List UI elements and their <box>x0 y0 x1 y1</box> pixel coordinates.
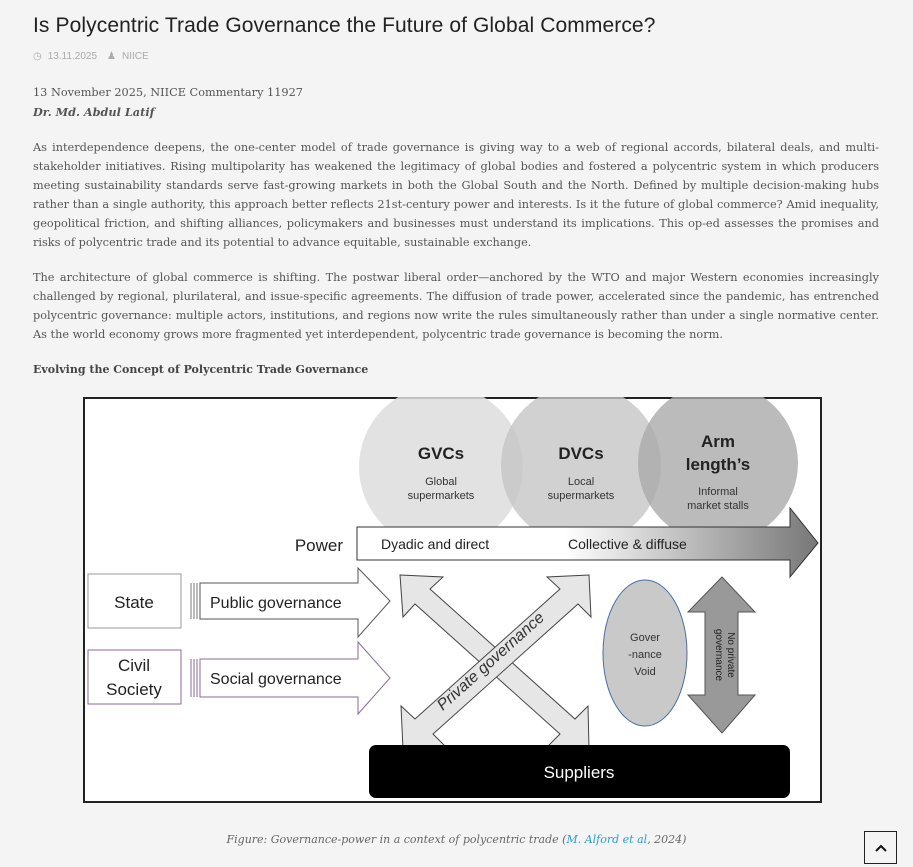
meta-date: 13.11.2025 <box>47 51 98 62</box>
svg-text:Social governance: Social governance <box>210 671 342 688</box>
author: Dr. Md. Abdul Latif <box>33 105 155 119</box>
svg-text:No private: No private <box>725 632 736 678</box>
arm-label: length’s <box>686 455 751 474</box>
gvcs-label: GVCs <box>418 444 464 463</box>
dateline: 13 November 2025, NIICE Commentary 11927 <box>33 86 303 99</box>
gvcs-circle <box>359 397 523 549</box>
governance-power-figure: GVCs Global supermarkets DVCs Local supe… <box>83 397 822 803</box>
clock-icon: ◷ <box>33 51 42 62</box>
svg-text:-nance: -nance <box>628 649 662 661</box>
paragraph: The architecture of global commerce is s… <box>33 271 879 341</box>
section-heading: Evolving the Concept of Polycentric Trad… <box>33 363 369 376</box>
svg-text:Gover: Gover <box>630 632 660 644</box>
meta-author[interactable]: NIICE <box>122 51 149 62</box>
social-governance-arrow <box>199 640 391 716</box>
back-to-top-button[interactable] <box>864 831 897 864</box>
svg-text:Society: Society <box>106 680 162 699</box>
arm-label: Arm <box>701 432 735 451</box>
public-governance-arrow <box>199 566 391 639</box>
arm-sub: Informal <box>698 486 738 498</box>
chevron-up-icon <box>874 844 887 852</box>
gvcs-sub: Global <box>425 476 457 488</box>
circles <box>359 397 798 549</box>
dvcs-label: DVCs <box>558 444 603 463</box>
governance-void-ellipse <box>602 579 688 727</box>
article-title: Is Polycentric Trade Governance the Futu… <box>33 14 656 37</box>
state-box <box>87 573 182 629</box>
svg-text:Civil: Civil <box>118 656 150 675</box>
power-label: Power <box>295 536 344 555</box>
dvcs-circle <box>501 397 661 545</box>
paragraph: As interdependence deepens, the one-cent… <box>33 141 879 249</box>
arm-sub: market stalls <box>687 500 749 512</box>
collective-label: Collective & diffuse <box>568 536 687 552</box>
suppliers-box <box>369 745 790 798</box>
dvcs-sub: supermarkets <box>548 490 615 502</box>
citation-link[interactable]: M. Alford et al <box>566 833 648 846</box>
article-meta: ◷ 13.11.2025 ♟ NIICE <box>33 51 149 62</box>
gvcs-sub: supermarkets <box>408 490 475 502</box>
user-icon: ♟ <box>107 51 117 62</box>
svg-text:State: State <box>114 593 154 612</box>
power-arrow <box>356 506 819 579</box>
svg-text:Public governance: Public governance <box>210 595 342 612</box>
dvcs-sub: Local <box>568 476 594 488</box>
dyadic-label: Dyadic and direct <box>381 536 489 552</box>
svg-text:governance: governance <box>713 629 724 682</box>
civil-society-box <box>87 649 182 705</box>
figure-caption: Figure: Governance-power in a context of… <box>226 833 687 846</box>
arm-length-circle <box>638 397 798 543</box>
svg-text:Suppliers: Suppliers <box>544 763 615 782</box>
no-private-governance-arrow <box>686 576 757 734</box>
svg-text:Void: Void <box>634 666 655 678</box>
